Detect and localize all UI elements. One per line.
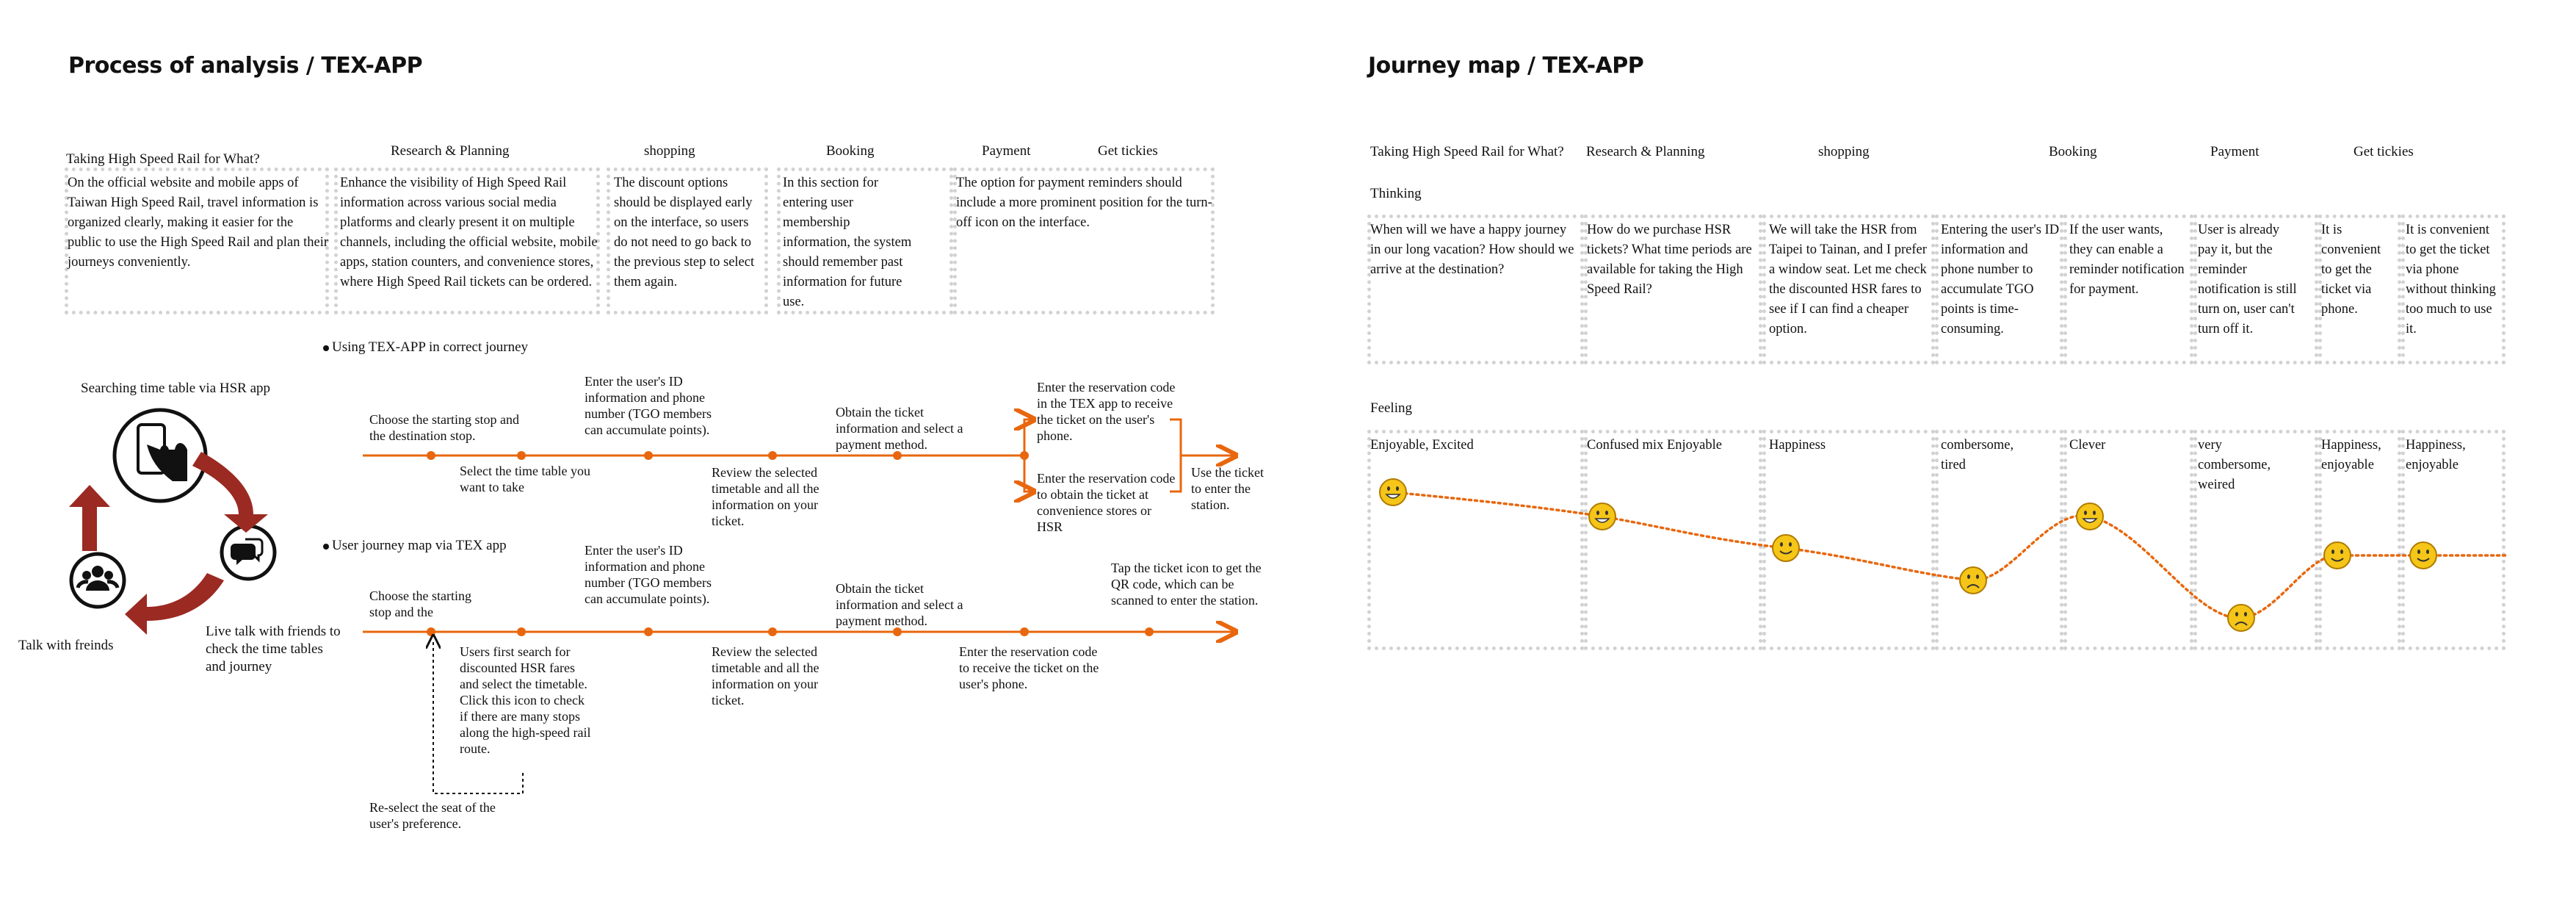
- thinking-box-3: [1762, 215, 1935, 364]
- feeling-box-4: [1935, 430, 2063, 650]
- thinking-text-7: It is convenient to get the ticket via p…: [2321, 223, 2381, 317]
- info-text-payment: The option for payment reminders should …: [956, 176, 1212, 230]
- flow2-title: User journey map via TEX app: [332, 538, 507, 553]
- thinking-box-7: [2318, 215, 2401, 364]
- jm-stage-research-label: Research & Planning: [1586, 144, 1705, 159]
- flow1-step-1: Choose the starting stop and the destina…: [369, 412, 519, 443]
- stage-research-label: Research & Planning: [391, 143, 510, 159]
- info-box-payment: [953, 168, 1215, 314]
- flow1-step-4: Review the selected timetable and all th…: [712, 465, 820, 528]
- stage-booking-label: Booking: [826, 143, 875, 159]
- thinking-box-8: [2401, 215, 2506, 364]
- feeling-text-2: Confused mix Enjoyable: [1587, 438, 1722, 453]
- flow1-nodes: [427, 416, 1035, 495]
- grin-face-icon: [1588, 502, 1617, 531]
- feeling-box-5: [2063, 430, 2193, 650]
- smile-face-icon: [2323, 541, 2352, 570]
- cycle-label-right: Live talk with friends to check the time…: [206, 624, 341, 674]
- jm-stage-payment-label: Payment: [2210, 144, 2260, 159]
- reselect-loop: [433, 641, 524, 794]
- flow1-title: Using TEX-APP in correct journey: [332, 339, 529, 355]
- flow1-step-8: Use the ticket to enter the station.: [1191, 465, 1264, 512]
- jm-stage-taking-label: Taking High Speed Rail for What?: [1370, 144, 1564, 159]
- thinking-text-2: How do we purchase HSR tickets? What tim…: [1587, 223, 1752, 297]
- thinking-box-6: [2193, 215, 2318, 364]
- thinking-text-5: If the user wants, they can enable a rem…: [2069, 223, 2185, 297]
- feeling-text-3: Happiness: [1769, 438, 1826, 453]
- flow1-step-3: Enter the user's ID information and phon…: [585, 374, 712, 437]
- thinking-box-1: [1367, 215, 1584, 364]
- sad-face-icon: [2226, 603, 2256, 633]
- flow2-step-5: Obtain the ticket information and select…: [836, 581, 963, 628]
- smile-face-icon: [2409, 541, 2438, 570]
- thinking-text-4: Entering the user's ID information and p…: [1941, 223, 2060, 336]
- feeling-text-6: very combersome, weired: [2198, 438, 2271, 492]
- thinking-text-3: We will take the HSR from Taipei to Tain…: [1769, 223, 1927, 336]
- jm-stage-tickies-label: Get tickies: [2354, 144, 2414, 159]
- thinking-box-4: [1935, 215, 2063, 364]
- flow2-step-4: Review the selected timetable and all th…: [712, 644, 820, 707]
- feeling-box-6: [2193, 430, 2318, 650]
- jm-stage-shopping-label: shopping: [1818, 144, 1870, 159]
- flow2-reselect: Re-select the seat of the user's prefere…: [369, 800, 496, 831]
- stage-payment-label: Payment: [982, 143, 1031, 159]
- stage-tickies-label: Get tickies: [1098, 143, 1158, 159]
- smile-face-icon: [1771, 533, 1801, 563]
- feeling-text-8: Happiness, enjoyable: [2406, 438, 2466, 472]
- flow1-step-6: Enter the reservation code in the TEX ap…: [1037, 380, 1176, 443]
- thinking-label: Thinking: [1370, 186, 1422, 201]
- jm-stage-booking-label: Booking: [2049, 144, 2097, 159]
- chat-bubbles-icon: [220, 524, 277, 581]
- feeling-box-2: [1584, 430, 1762, 650]
- flow2-step-2: Users first search for discounted HSR fa…: [460, 644, 591, 756]
- sad-face-icon: [1958, 566, 1988, 595]
- cycle-label-left: Talk with freinds: [18, 638, 114, 653]
- info-text-research: Enhance the visibility of High Speed Rai…: [340, 176, 598, 289]
- feeling-box-1: [1367, 430, 1584, 650]
- flow2-step-7: Tap the ticket icon to get the QR code, …: [1111, 561, 1262, 608]
- flow2-bullet: [323, 544, 329, 550]
- stage-shopping-label: shopping: [644, 143, 695, 159]
- flow2-step-3: Enter the user's ID information and phon…: [585, 543, 712, 606]
- right-title: Journey map / TEX-APP: [1368, 53, 1644, 79]
- info-text-taking: On the official website and mobile apps …: [68, 176, 329, 270]
- thinking-box-2: [1584, 215, 1762, 364]
- left-title: Process of analysis / TEX-APP: [68, 53, 423, 79]
- feeling-text-4: combersome, tired: [1941, 438, 2014, 472]
- flow2-step-1: Choose the starting stop and the: [369, 588, 471, 619]
- feeling-box-3: [1762, 430, 1935, 650]
- feeling-text-7: Happiness, enjoyable: [2321, 438, 2381, 472]
- info-text-booking: In this section for entering user member…: [783, 176, 912, 309]
- feeling-box-8: [2401, 430, 2506, 650]
- feeling-label: Feeling: [1370, 400, 1412, 416]
- flow1-step-5: Obtain the ticket information and select…: [836, 405, 963, 452]
- phone-hand-icon: [112, 408, 208, 503]
- thinking-box-5: [2063, 215, 2193, 364]
- grin-face-icon: [2075, 502, 2105, 531]
- flow1-step-7: Enter the reservation code to obtain the…: [1037, 471, 1176, 534]
- info-box-booking: [777, 168, 953, 314]
- flow2-step-6: Enter the reservation code to receive th…: [959, 644, 1099, 691]
- flow1-step-2: Select the time table you want to take: [460, 464, 590, 494]
- flow1-bullet: [323, 345, 329, 351]
- flow2-nodes: [427, 627, 1154, 636]
- thinking-text-8: It is convenient to get the ticket via p…: [2406, 223, 2496, 336]
- feeling-text-5: Clever: [2069, 438, 2106, 453]
- feeling-text-1: Enjoyable, Excited: [1370, 438, 1474, 453]
- info-box-shopping: [607, 168, 768, 314]
- cycle-label-top: Searching time table via HSR app: [81, 381, 271, 396]
- grin-face-icon: [1378, 478, 1408, 507]
- cycle-arrows: [69, 452, 268, 635]
- thinking-text-1: When will we have a happy journey in our…: [1370, 223, 1574, 277]
- thinking-text-6: User is already pay it, but the reminder…: [2198, 223, 2297, 336]
- info-box-taking: [65, 168, 329, 314]
- group-people-icon: [69, 552, 126, 609]
- info-box-research: [334, 168, 600, 314]
- stage-taking-label: Taking High Speed Rail for What?: [66, 151, 260, 167]
- feeling-box-7: [2318, 430, 2401, 650]
- info-text-shopping: The discount options should be displayed…: [614, 176, 755, 289]
